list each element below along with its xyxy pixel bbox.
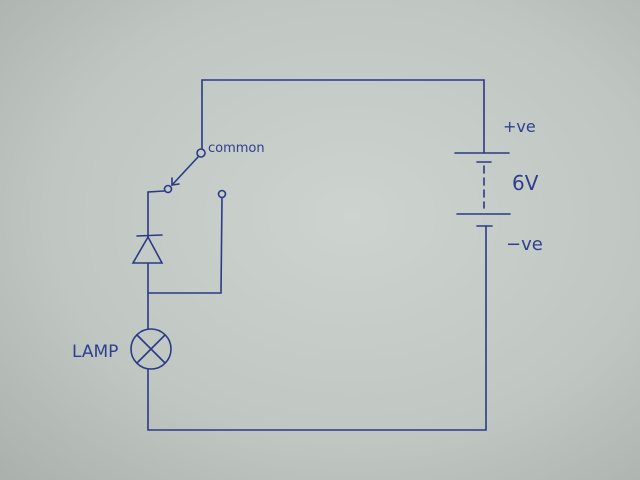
bottom-wire: [147, 225, 487, 431]
top-wire: [201, 79, 485, 154]
bypass-wire: [147, 197, 223, 294]
positive-terminal-label: +ve: [503, 117, 536, 136]
switch-symbol: [163, 148, 227, 199]
diode-to-switch-wire: [147, 190, 165, 238]
negative-terminal-label: −ve: [506, 234, 543, 255]
lamp-label: LAMP: [72, 342, 118, 362]
lamp-symbol: [130, 328, 172, 370]
wires: [147, 79, 487, 431]
common-label: common: [208, 141, 265, 156]
battery-symbol: [454, 152, 511, 227]
diode-symbol: [131, 234, 164, 264]
voltage-label: 6V: [512, 171, 539, 195]
